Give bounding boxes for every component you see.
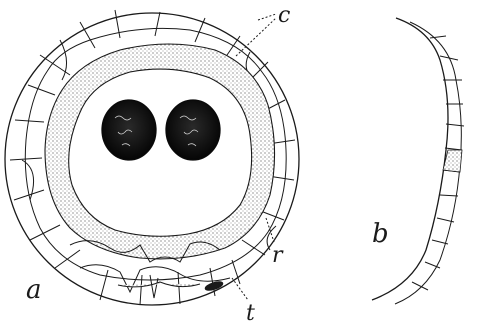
stippled-cytoplasm — [45, 44, 275, 259]
label-b: b — [372, 219, 389, 249]
figure-b-wall-segment — [372, 18, 464, 304]
wall-outer-edge — [372, 18, 448, 300]
label-a: a — [26, 275, 42, 305]
leader-c-1 — [258, 14, 276, 20]
leader-t — [232, 278, 248, 300]
label-c: c — [278, 3, 290, 28]
figure-a-cell — [5, 10, 299, 305]
leader-c-2 — [236, 18, 276, 56]
label-t: t — [246, 301, 255, 326]
nuclei — [102, 100, 220, 160]
label-r: r — [272, 243, 284, 268]
